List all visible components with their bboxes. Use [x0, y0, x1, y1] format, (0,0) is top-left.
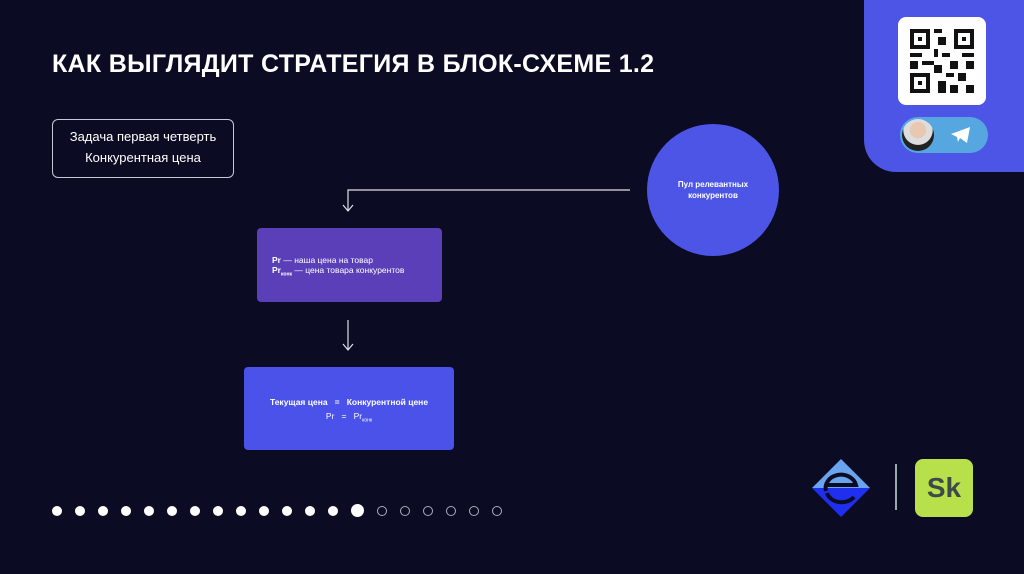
skolkovo-logo: Sk: [915, 459, 973, 517]
pagination-dot[interactable]: [75, 505, 85, 516]
pagination-dot[interactable]: [259, 505, 269, 516]
pagination-dot[interactable]: [190, 505, 200, 516]
qr-code[interactable]: [898, 17, 986, 105]
task-title: Задача первая четверть: [69, 129, 217, 144]
pr-term: Pr: [272, 255, 281, 265]
pagination-dot[interactable]: [213, 505, 223, 516]
pagination-dot[interactable]: [167, 505, 177, 516]
pr-konk-term: Pr: [272, 265, 281, 275]
result-box: Текущая цена = Конкурентной цене Pr = Pr…: [244, 367, 454, 450]
pagination-dot[interactable]: [282, 505, 292, 516]
current-price: Текущая цена: [269, 397, 328, 407]
pagination-dot[interactable]: [469, 505, 479, 516]
avatar: [902, 119, 934, 151]
pagination-dot[interactable]: [305, 505, 315, 516]
formula-left: Pr: [325, 411, 335, 421]
telegram-button[interactable]: [900, 117, 988, 153]
pr-konk-sub: конк: [280, 271, 292, 278]
pagination-dot[interactable]: [492, 505, 502, 516]
task-box: Задача первая четверть Конкурентная цена: [52, 119, 234, 178]
definitions-box: Pr — наша цена на товар Prконк — цена то…: [257, 228, 442, 302]
pagination: [52, 504, 502, 517]
pagination-dot[interactable]: [144, 505, 154, 516]
formula-equals: =: [341, 411, 347, 421]
pagination-dot[interactable]: [236, 505, 246, 516]
equals: =: [334, 397, 340, 407]
pagination-dot[interactable]: [328, 505, 338, 516]
logo-divider: [895, 464, 897, 510]
pagination-dot-active[interactable]: [351, 504, 364, 517]
company-logo-icon: [812, 459, 870, 517]
pr-desc: — наша цена на товар: [280, 255, 374, 265]
formula-right: Pr: [353, 411, 363, 421]
pool-line1: Пул релевантных: [677, 180, 749, 189]
pagination-dot[interactable]: [377, 505, 387, 516]
pr-konk-desc: — цена товара конкурентов: [292, 265, 405, 275]
pagination-dot[interactable]: [400, 505, 410, 516]
contact-panel: [864, 0, 1024, 172]
qr-code-icon: [910, 29, 974, 93]
pagination-dot[interactable]: [98, 505, 108, 516]
pool-line2: конкурентов: [688, 191, 738, 200]
pagination-dot[interactable]: [52, 505, 62, 516]
pagination-dot[interactable]: [446, 505, 456, 516]
slide-title: КАК ВЫГЛЯДИТ СТРАТЕГИЯ В БЛОК-СХЕМЕ 1.2: [52, 50, 655, 78]
pagination-dot[interactable]: [121, 505, 131, 516]
arrow-pool-to-box: [347, 189, 630, 211]
telegram-icon: [951, 127, 970, 143]
pagination-dot[interactable]: [423, 505, 433, 516]
task-subtitle: Конкурентная цена: [85, 150, 201, 165]
formula-sub: конк: [362, 417, 373, 424]
competitor-price: Конкурентной цене: [346, 397, 429, 407]
competitor-pool-circle: Пул релевантных конкурентов: [647, 124, 779, 256]
